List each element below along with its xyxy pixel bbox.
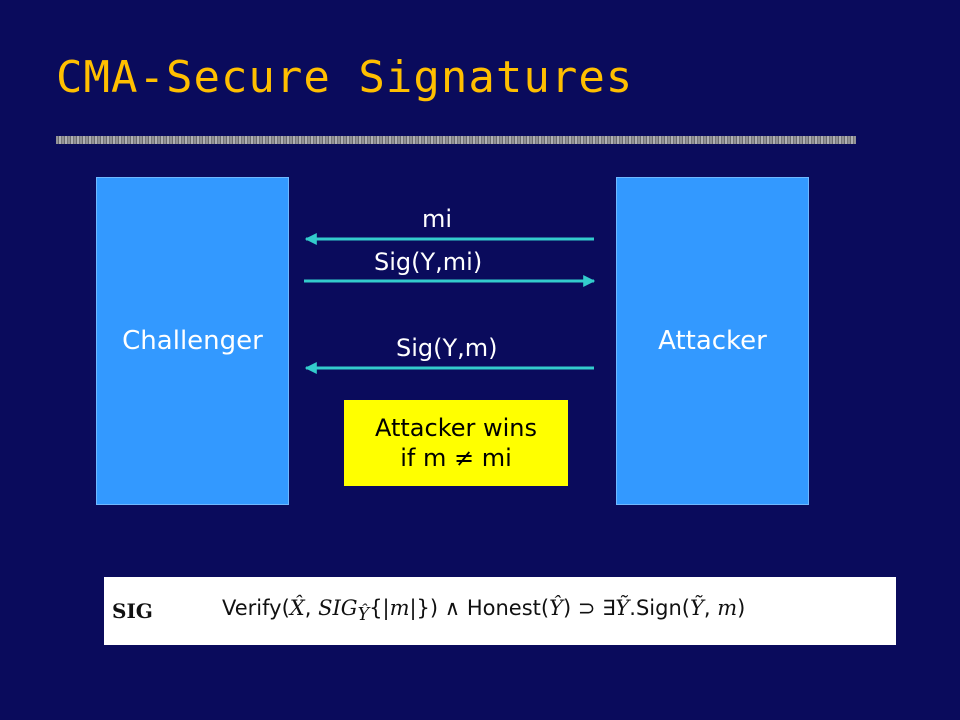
formula-name: SIG bbox=[112, 599, 153, 623]
attacker-box: Attacker bbox=[616, 177, 809, 505]
win-condition-line2: if m ≠ mi bbox=[400, 444, 512, 472]
msg-sig-mi-label: Sig(Y,mi) bbox=[374, 248, 483, 276]
challenger-box: Challenger bbox=[96, 177, 289, 505]
msg-sig-m-label: Sig(Y,m) bbox=[396, 334, 498, 362]
slide-title: CMA-Secure Signatures bbox=[56, 52, 634, 103]
win-condition-box: Attacker wins if m ≠ mi bbox=[344, 400, 568, 486]
formula-body: Verify(X̂, SIGŶ{|m|}) ∧ Honest(Ŷ) ⊃ ∃Ỹ.S… bbox=[222, 596, 746, 626]
msg-mi-label: mi bbox=[422, 205, 453, 233]
challenger-label: Challenger bbox=[122, 326, 263, 356]
formula-sign: Sign bbox=[635, 596, 682, 621]
formula-honest: Honest bbox=[466, 596, 541, 621]
attacker-label: Attacker bbox=[658, 326, 767, 356]
win-condition-line1: Attacker wins bbox=[374, 414, 538, 442]
sig-axiom-formula: SIG Verify(X̂, SIGŶ{|m|}) ∧ Honest(Ŷ) ⊃ … bbox=[104, 577, 896, 645]
formula-verify: Verify bbox=[222, 596, 282, 621]
title-divider bbox=[56, 136, 856, 144]
